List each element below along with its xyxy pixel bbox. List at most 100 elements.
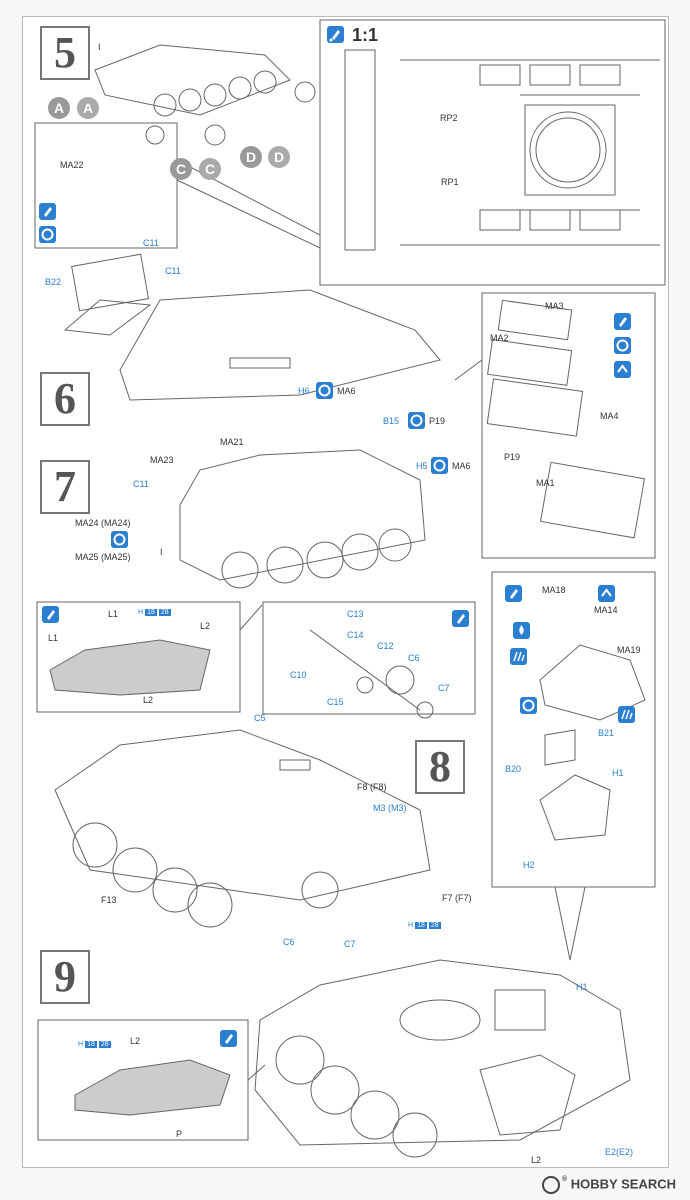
wheel-group-d-alt: D: [268, 146, 290, 168]
step-number-5: 5: [40, 26, 90, 80]
road-wheels-step8: [72, 822, 233, 928]
hull-drawing-step8: [54, 729, 431, 901]
pattern-icon: [510, 648, 527, 665]
glue-icon: [39, 203, 56, 220]
part-label-m3: M3 (M3): [373, 803, 407, 813]
chassis-drawing: [94, 44, 291, 116]
step-number-9: 9: [40, 950, 90, 1004]
step-number-6: 6: [40, 372, 90, 426]
track-links-inset: [36, 601, 241, 713]
part-label-ma22: MA22: [60, 160, 84, 170]
tank-drawing-step7: [179, 449, 426, 581]
photo-etch-icon: [39, 226, 56, 243]
part-label-l2: L2: [531, 1155, 542, 1165]
part-label-c15: C15: [327, 697, 344, 707]
hatch-inset: [491, 571, 656, 888]
idler-wheel-inset: [262, 601, 476, 715]
photo-etch-icon: [111, 531, 128, 548]
part-label-c11: C11: [133, 479, 149, 489]
photo-etch-icon: [431, 457, 448, 474]
part-label-c7: C7: [344, 939, 356, 949]
part-label-ma21: MA21: [220, 437, 244, 447]
part-label-h5: H5: [416, 461, 428, 471]
part-label-ma1: MA1: [536, 478, 555, 488]
glue-icon: [505, 585, 522, 602]
wheel-group-c: C: [170, 158, 192, 180]
road-wheels-step5: [145, 70, 316, 146]
glue-icon: [220, 1030, 237, 1047]
part-label-c6: C6: [408, 653, 420, 663]
part-label-ma3: MA3: [545, 301, 564, 311]
step-number-7: 7: [40, 460, 90, 514]
track-label-l2: L2: [130, 1036, 141, 1046]
wheel-group-a: A: [48, 97, 70, 119]
glue-icon: [614, 313, 631, 330]
track-label-l1: L1: [48, 633, 59, 643]
hobby-search-watermark: ® HOBBY SEARCH: [541, 1176, 676, 1194]
photo-etch-icon: [520, 697, 537, 714]
part-label-h1: H1: [612, 768, 624, 778]
scale-label: 1:1: [352, 25, 379, 45]
glue-icon: [42, 606, 59, 623]
part-label-p19: P19: [504, 452, 521, 462]
part-label-f8: F8 (F8): [357, 782, 387, 792]
part-label-ma18: MA18: [542, 585, 566, 595]
part-label-ma6: MA6: [452, 461, 471, 471]
road-wheels-step7: [221, 528, 412, 589]
photo-etch-icon: [316, 382, 333, 399]
engine-deck-inset: [481, 292, 656, 559]
part-label-c6: C6: [283, 937, 295, 947]
part-label-ma19: MA19: [617, 645, 641, 655]
part-label-rp2: RP2: [440, 113, 458, 123]
part-label-e2: E2(E2): [605, 1147, 634, 1157]
part-label-ma25: MA25 (MA25): [75, 552, 131, 562]
photo-etch-icon: [408, 412, 425, 429]
part-label-b15: B15: [383, 416, 400, 426]
part-label-ma23: MA23: [150, 455, 174, 465]
part-label-i: I: [98, 42, 101, 52]
watermark-brand: HOBBY SEARCH: [570, 1176, 676, 1192]
part-label-rp1: RP1: [441, 177, 459, 187]
part-label-c10: C10: [290, 670, 307, 680]
part-label-h6: H6: [298, 386, 310, 396]
pattern-icon: [618, 706, 635, 723]
part-label-ma2: MA2: [490, 333, 509, 343]
wheel-group-c-alt: C: [199, 158, 221, 180]
part-label-c11: C11: [143, 238, 159, 248]
part-label-i: I: [160, 547, 163, 557]
part-label-f7: F7 (F7): [442, 893, 472, 903]
part-label-b20: B20: [505, 764, 522, 774]
hull-drawing-step9: [254, 959, 631, 1146]
part-label-c11: C11: [165, 266, 181, 276]
registered-mark: ®: [561, 1176, 568, 1183]
photo-etch-icon: [614, 337, 631, 354]
step5-inset: [34, 122, 178, 249]
part-label-c12: C12: [377, 641, 394, 651]
glue-icon: [327, 26, 344, 43]
part-label-c14: C14: [347, 630, 364, 640]
track-label-l2: L2: [143, 695, 154, 705]
part-label-f13: F13: [101, 895, 117, 905]
bend-icon: [598, 585, 615, 602]
part-label-c13: C13: [347, 609, 364, 619]
part-label-b21: B21: [598, 728, 615, 738]
part-label-b22: B22: [45, 277, 62, 287]
part-label-h1: H1: [576, 982, 588, 992]
part-label-c5: C5: [254, 713, 266, 723]
part-label-ma14: MA14: [594, 605, 618, 615]
road-wheels-step9: [275, 1035, 438, 1158]
paint-icon: [513, 622, 530, 639]
part-label-h2: H2: [523, 860, 535, 870]
part-label-ma24: MA24 (MA24): [75, 518, 131, 528]
scale-inset: [319, 19, 666, 286]
part-label-ma6: MA6: [337, 386, 356, 396]
track-label-l1: L1: [108, 609, 119, 619]
hull-drawing-step6: [119, 289, 441, 401]
part-label-p19: P19: [429, 416, 446, 426]
track-label-p: P: [176, 1129, 183, 1139]
step-number-8: 8: [415, 740, 465, 794]
